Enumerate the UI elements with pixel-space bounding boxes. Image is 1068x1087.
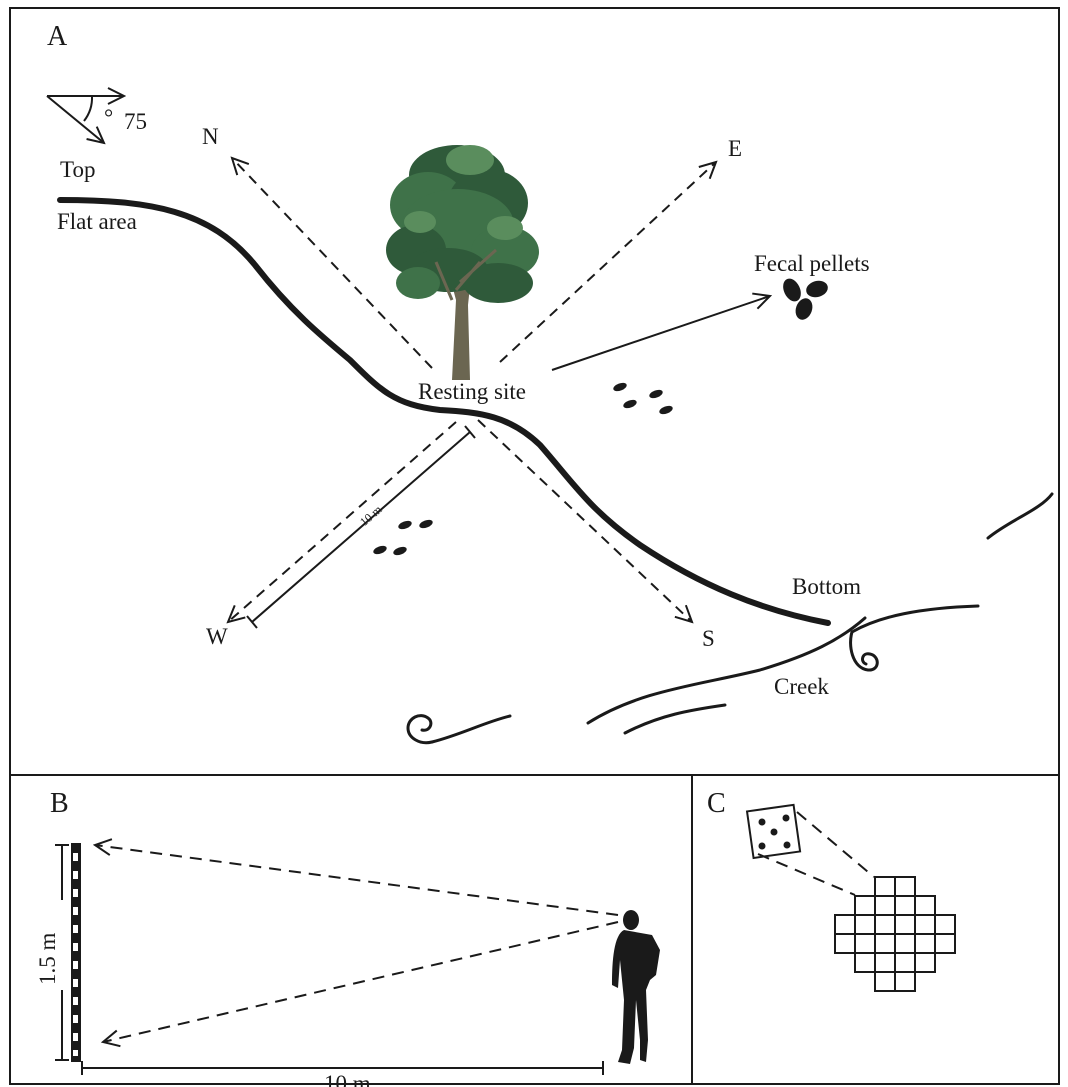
measuring-pole-icon [71, 843, 81, 1062]
fecal-pellets-arrow [551, 296, 770, 371]
panel-b-letter: B [50, 788, 69, 819]
panel-a-letter: A [47, 21, 68, 52]
south-label: S [702, 626, 715, 651]
creek-label: Creek [774, 674, 829, 699]
panel-b: B 1.5 m [35, 788, 660, 1087]
resting-site-label: Resting site [418, 379, 526, 404]
slope-angle-value: 75 [124, 109, 147, 134]
tree-icon [386, 145, 539, 380]
pole-height-dimension [55, 844, 69, 1061]
south-arrow [477, 419, 692, 622]
distance-dimension [81, 1061, 604, 1075]
east-arrow [499, 162, 716, 363]
footprints-east-icon [612, 381, 674, 416]
panel-a: A ° 75 Top Flat area [46, 21, 1054, 745]
north-arrow [232, 158, 433, 369]
footprints-west-icon [372, 518, 434, 557]
top-label: Top [60, 157, 95, 182]
flat-area-label: Flat area [57, 209, 137, 234]
figure-frame [9, 7, 1060, 1085]
degree-symbol: ° [104, 105, 113, 130]
distance-label: 10 m [324, 1071, 371, 1087]
quadrat-grid [834, 876, 956, 992]
panel-c-letter: C [707, 788, 726, 819]
west-arrow [228, 421, 457, 622]
transect-measure [246, 425, 476, 629]
person-icon [612, 910, 660, 1064]
bottom-label: Bottom [792, 574, 861, 599]
fecal-pellets-label: Fecal pellets [754, 251, 870, 276]
east-label: E [728, 136, 742, 161]
slope-angle-icon [46, 96, 124, 143]
north-label: N [202, 124, 219, 149]
compass-arrows [228, 158, 716, 622]
sight-lines [95, 845, 619, 1042]
slope-line [57, 197, 831, 626]
zoom-lines [757, 811, 875, 896]
west-label: W [206, 624, 228, 649]
quadrat-detail-icon [745, 803, 802, 860]
creek [406, 492, 1054, 745]
fecal-pellets-icon [783, 278, 828, 320]
panel-c: C [707, 788, 956, 992]
pole-height-label: 1.5 m [35, 933, 60, 986]
